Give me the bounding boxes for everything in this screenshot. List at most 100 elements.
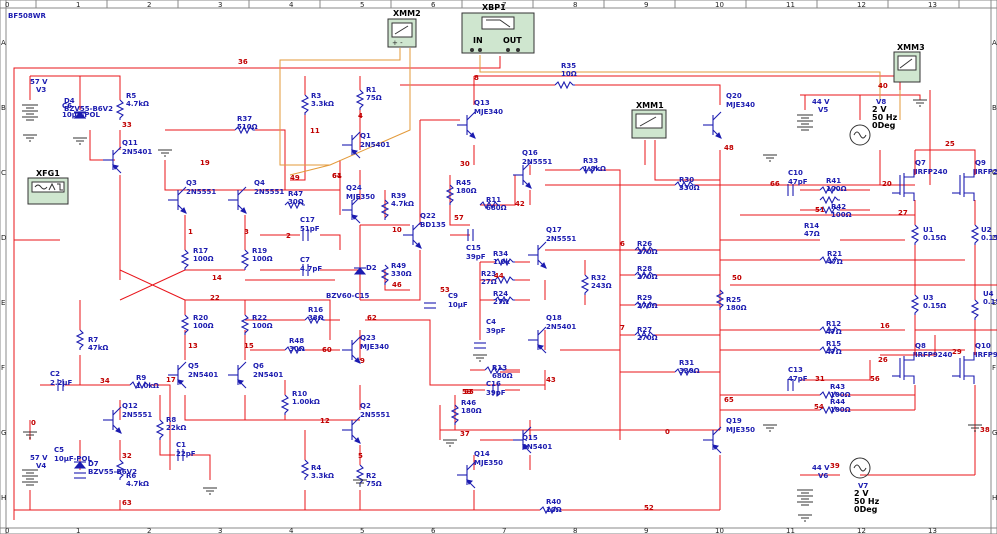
capacitor-c7[interactable]: C74.7pF xyxy=(300,256,322,276)
xmm1-multimeter[interactable]: XMM1 xyxy=(631,101,667,139)
xfg1-function-generator[interactable]: XFG1 xyxy=(27,169,69,205)
resistor-r5[interactable]: R54.7kΩ xyxy=(115,92,149,120)
resistor-r3[interactable]: R33.3kΩ xyxy=(300,92,334,115)
resistor-r4[interactable]: R43.3kΩ xyxy=(300,459,334,480)
resistor-u2[interactable]: U20.15Ω xyxy=(970,224,997,245)
resistor-r6[interactable]: R64.7kΩ xyxy=(115,459,149,488)
xmm3-multimeter[interactable]: XMM3 xyxy=(893,43,925,83)
xbp1-bode-plotter[interactable]: XBP1 IN OUT xyxy=(461,3,535,54)
resistor-u4[interactable]: U40.15Ω xyxy=(970,290,997,320)
resistor-u1[interactable]: U10.15Ω xyxy=(910,224,946,245)
resistor-u3[interactable]: U30.15Ω xyxy=(910,294,946,315)
resistor-r9[interactable]: R91.0kΩ xyxy=(129,374,159,390)
xmm2-multimeter[interactable]: XMM2 + - xyxy=(387,9,421,48)
ruler-row-label: H xyxy=(1,494,6,502)
capacitor-c2[interactable]: C22.2µF xyxy=(50,370,73,391)
